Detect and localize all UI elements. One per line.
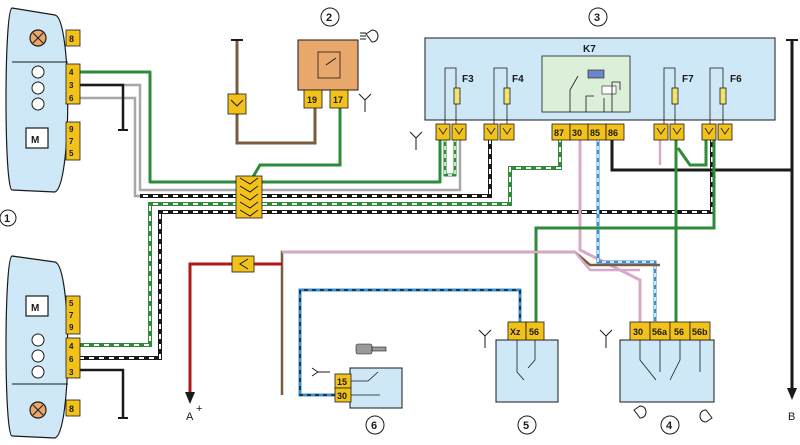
number-ring bbox=[365, 415, 385, 435]
relay-label: K7 bbox=[583, 44, 596, 55]
number-ring bbox=[660, 415, 680, 435]
headlight-icon bbox=[365, 29, 379, 43]
lamp-bulb-icon bbox=[31, 81, 45, 95]
connector-block bbox=[65, 63, 81, 105]
component-number-5: 5 bbox=[523, 420, 529, 432]
pin-label: 56 bbox=[674, 327, 684, 337]
lamp-bulb-icon bbox=[31, 65, 45, 79]
wire-brown-c2 bbox=[231, 39, 317, 145]
wire-red-a bbox=[185, 262, 282, 404]
pin-label: 19 bbox=[307, 95, 317, 105]
pin-label: 5 bbox=[69, 299, 74, 308]
fuse-icon bbox=[503, 87, 511, 105]
motor-icon bbox=[25, 295, 49, 317]
component-number-4: 4 bbox=[666, 420, 673, 432]
pin-label: 56b bbox=[692, 327, 708, 337]
arrow-icon bbox=[311, 367, 330, 377]
wire-green-top bbox=[80, 70, 442, 184]
pin-label: 8 bbox=[69, 34, 74, 44]
lamp-bulb-icon bbox=[31, 365, 45, 379]
pin-label: 6 bbox=[69, 355, 74, 364]
connector-block bbox=[65, 295, 81, 335]
terminal-a-plus: + bbox=[196, 403, 202, 415]
fuse-icon bbox=[453, 87, 461, 105]
pin-label: 5 bbox=[69, 149, 74, 158]
fuse-icon bbox=[719, 87, 727, 105]
number-ring bbox=[588, 7, 608, 27]
component-3-fusebox: F3 F4 F7 F6 K7 bbox=[409, 37, 776, 150]
component-number-2: 2 bbox=[326, 12, 332, 24]
lamp-bulb-icon bbox=[31, 333, 45, 347]
pin-label: 3 bbox=[69, 368, 74, 377]
pin-label: 9 bbox=[69, 323, 74, 332]
arrow-icon bbox=[478, 329, 492, 348]
wire-green-c2 bbox=[248, 108, 342, 183]
motor-icon bbox=[25, 127, 49, 149]
component-4-switch: 30 56a 56 56b bbox=[599, 321, 715, 423]
terminal-b-label: B bbox=[788, 411, 795, 423]
pin-label: 3 bbox=[69, 81, 74, 90]
component-number-1: 1 bbox=[4, 213, 10, 225]
pin-label: 56 bbox=[529, 327, 539, 337]
number-ring bbox=[517, 415, 537, 435]
pin-label: 30 bbox=[633, 327, 643, 337]
wire-gray-top bbox=[80, 83, 462, 198]
component-number-3: 3 bbox=[594, 12, 600, 24]
pin-label: 30 bbox=[337, 391, 347, 401]
arrow-icon bbox=[409, 131, 423, 150]
connector-block bbox=[65, 337, 81, 379]
wire-black-top-ground bbox=[80, 83, 128, 131]
pin-label: 87 bbox=[554, 128, 564, 138]
inline-connector bbox=[227, 93, 247, 115]
terminal-a-label: A bbox=[186, 411, 194, 423]
number-ring bbox=[0, 209, 17, 227]
component-number-6: 6 bbox=[371, 420, 377, 432]
number-ring bbox=[320, 7, 340, 27]
pin-label: 56a bbox=[652, 327, 668, 337]
pin-label: 17 bbox=[333, 95, 343, 105]
component-2-switch: 19 17 bbox=[297, 29, 379, 112]
connector-pin bbox=[65, 29, 81, 47]
pin-label: Xz bbox=[510, 327, 521, 337]
pin-label: 15 bbox=[337, 377, 347, 387]
key-icon bbox=[355, 343, 387, 355]
wire-c6 bbox=[280, 250, 660, 397]
pin-label: 4 bbox=[69, 68, 74, 77]
fuse-label: F6 bbox=[730, 74, 742, 85]
component-6-ignition: 15 30 bbox=[311, 343, 403, 409]
terminal-b-arrow bbox=[787, 388, 797, 400]
pin-label: 86 bbox=[608, 128, 618, 138]
connector-block bbox=[65, 121, 81, 161]
lamp-bottom: M 5 7 9 4 6 3 8 bbox=[5, 255, 81, 439]
arrow-icon bbox=[599, 329, 613, 348]
pin-label: 85 bbox=[590, 128, 600, 138]
lamp-top: M 8 4 3 6 9 7 5 bbox=[5, 7, 81, 193]
motor-label: M bbox=[31, 303, 39, 314]
pin-label: 6 bbox=[69, 94, 74, 103]
motor-label: M bbox=[31, 135, 39, 146]
pin-label: 4 bbox=[69, 342, 74, 351]
wire-black-bottom-ground bbox=[80, 368, 128, 419]
pin-label: 9 bbox=[69, 125, 74, 134]
high-beam-icon bbox=[699, 409, 713, 423]
lamp-bulb-icon bbox=[31, 349, 45, 363]
bus-connector bbox=[235, 175, 263, 219]
fuse-label: F3 bbox=[462, 74, 474, 85]
pin-label: 8 bbox=[69, 404, 74, 414]
fuse-label: F4 bbox=[512, 74, 524, 85]
inline-connector-red bbox=[231, 255, 255, 273]
pin-label: 30 bbox=[572, 128, 582, 138]
fuse-label: F7 bbox=[682, 74, 694, 85]
pin-label: 7 bbox=[69, 137, 74, 146]
connector-pin bbox=[65, 399, 81, 417]
low-beam-icon bbox=[633, 405, 647, 419]
component-5-switch: Xz 56 bbox=[478, 321, 559, 403]
pin-label: 7 bbox=[69, 311, 74, 320]
lamp-bulb-icon bbox=[31, 97, 45, 111]
arrow-icon bbox=[358, 93, 372, 112]
wire-striped-bus bbox=[80, 138, 714, 360]
fuse-icon bbox=[671, 87, 679, 105]
